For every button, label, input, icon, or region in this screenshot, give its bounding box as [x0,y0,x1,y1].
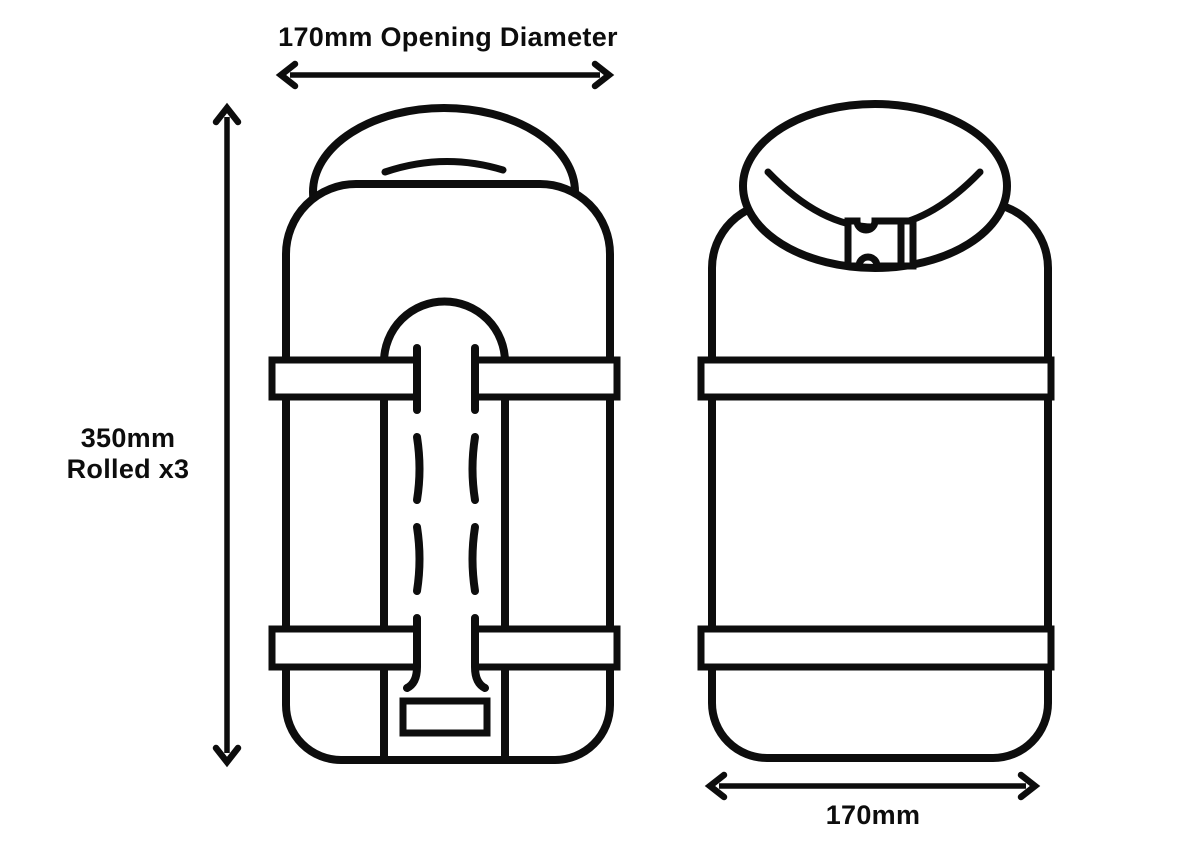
brand-label-patch [399,697,491,737]
arrow-right-icon [591,60,615,90]
compression-strap-top-side [697,356,1055,401]
compression-strap-top-left [268,356,413,401]
width-label: 170mm [826,800,921,830]
compression-strap-bottom-right [477,625,621,671]
height-label-line2: Rolled x3 [67,454,190,484]
buckle [844,217,917,270]
compression-strap-bottom-left [268,625,413,671]
arrow-up-icon [212,102,242,126]
compression-strap-bottom-side [697,625,1055,671]
strap-arch [380,297,509,363]
arrow-left-icon [275,60,299,90]
bag-body-outline-side [708,199,1052,762]
opening-diameter-label: 170mm Opening Diameter [278,22,618,52]
bag-body-outline [282,180,614,764]
buckle-body [844,217,917,270]
compression-strap-top-right [477,356,621,401]
width-dimension: 170mm [704,771,1041,830]
height-dimension: 350mm Rolled x3 [67,102,242,768]
arrow-down-icon [212,744,242,768]
opening-diameter-dimension: 170mm Opening Diameter [275,22,618,90]
stitch-dashes-left [403,344,424,692]
height-label-line1: 350mm [81,423,176,453]
front-view-drawing [268,104,621,764]
arrow-left-icon [704,771,728,801]
side-view-drawing [697,100,1055,762]
stitch-dashes-right [468,344,489,692]
arrow-right-icon [1017,771,1041,801]
roll-top-crease [381,158,507,176]
